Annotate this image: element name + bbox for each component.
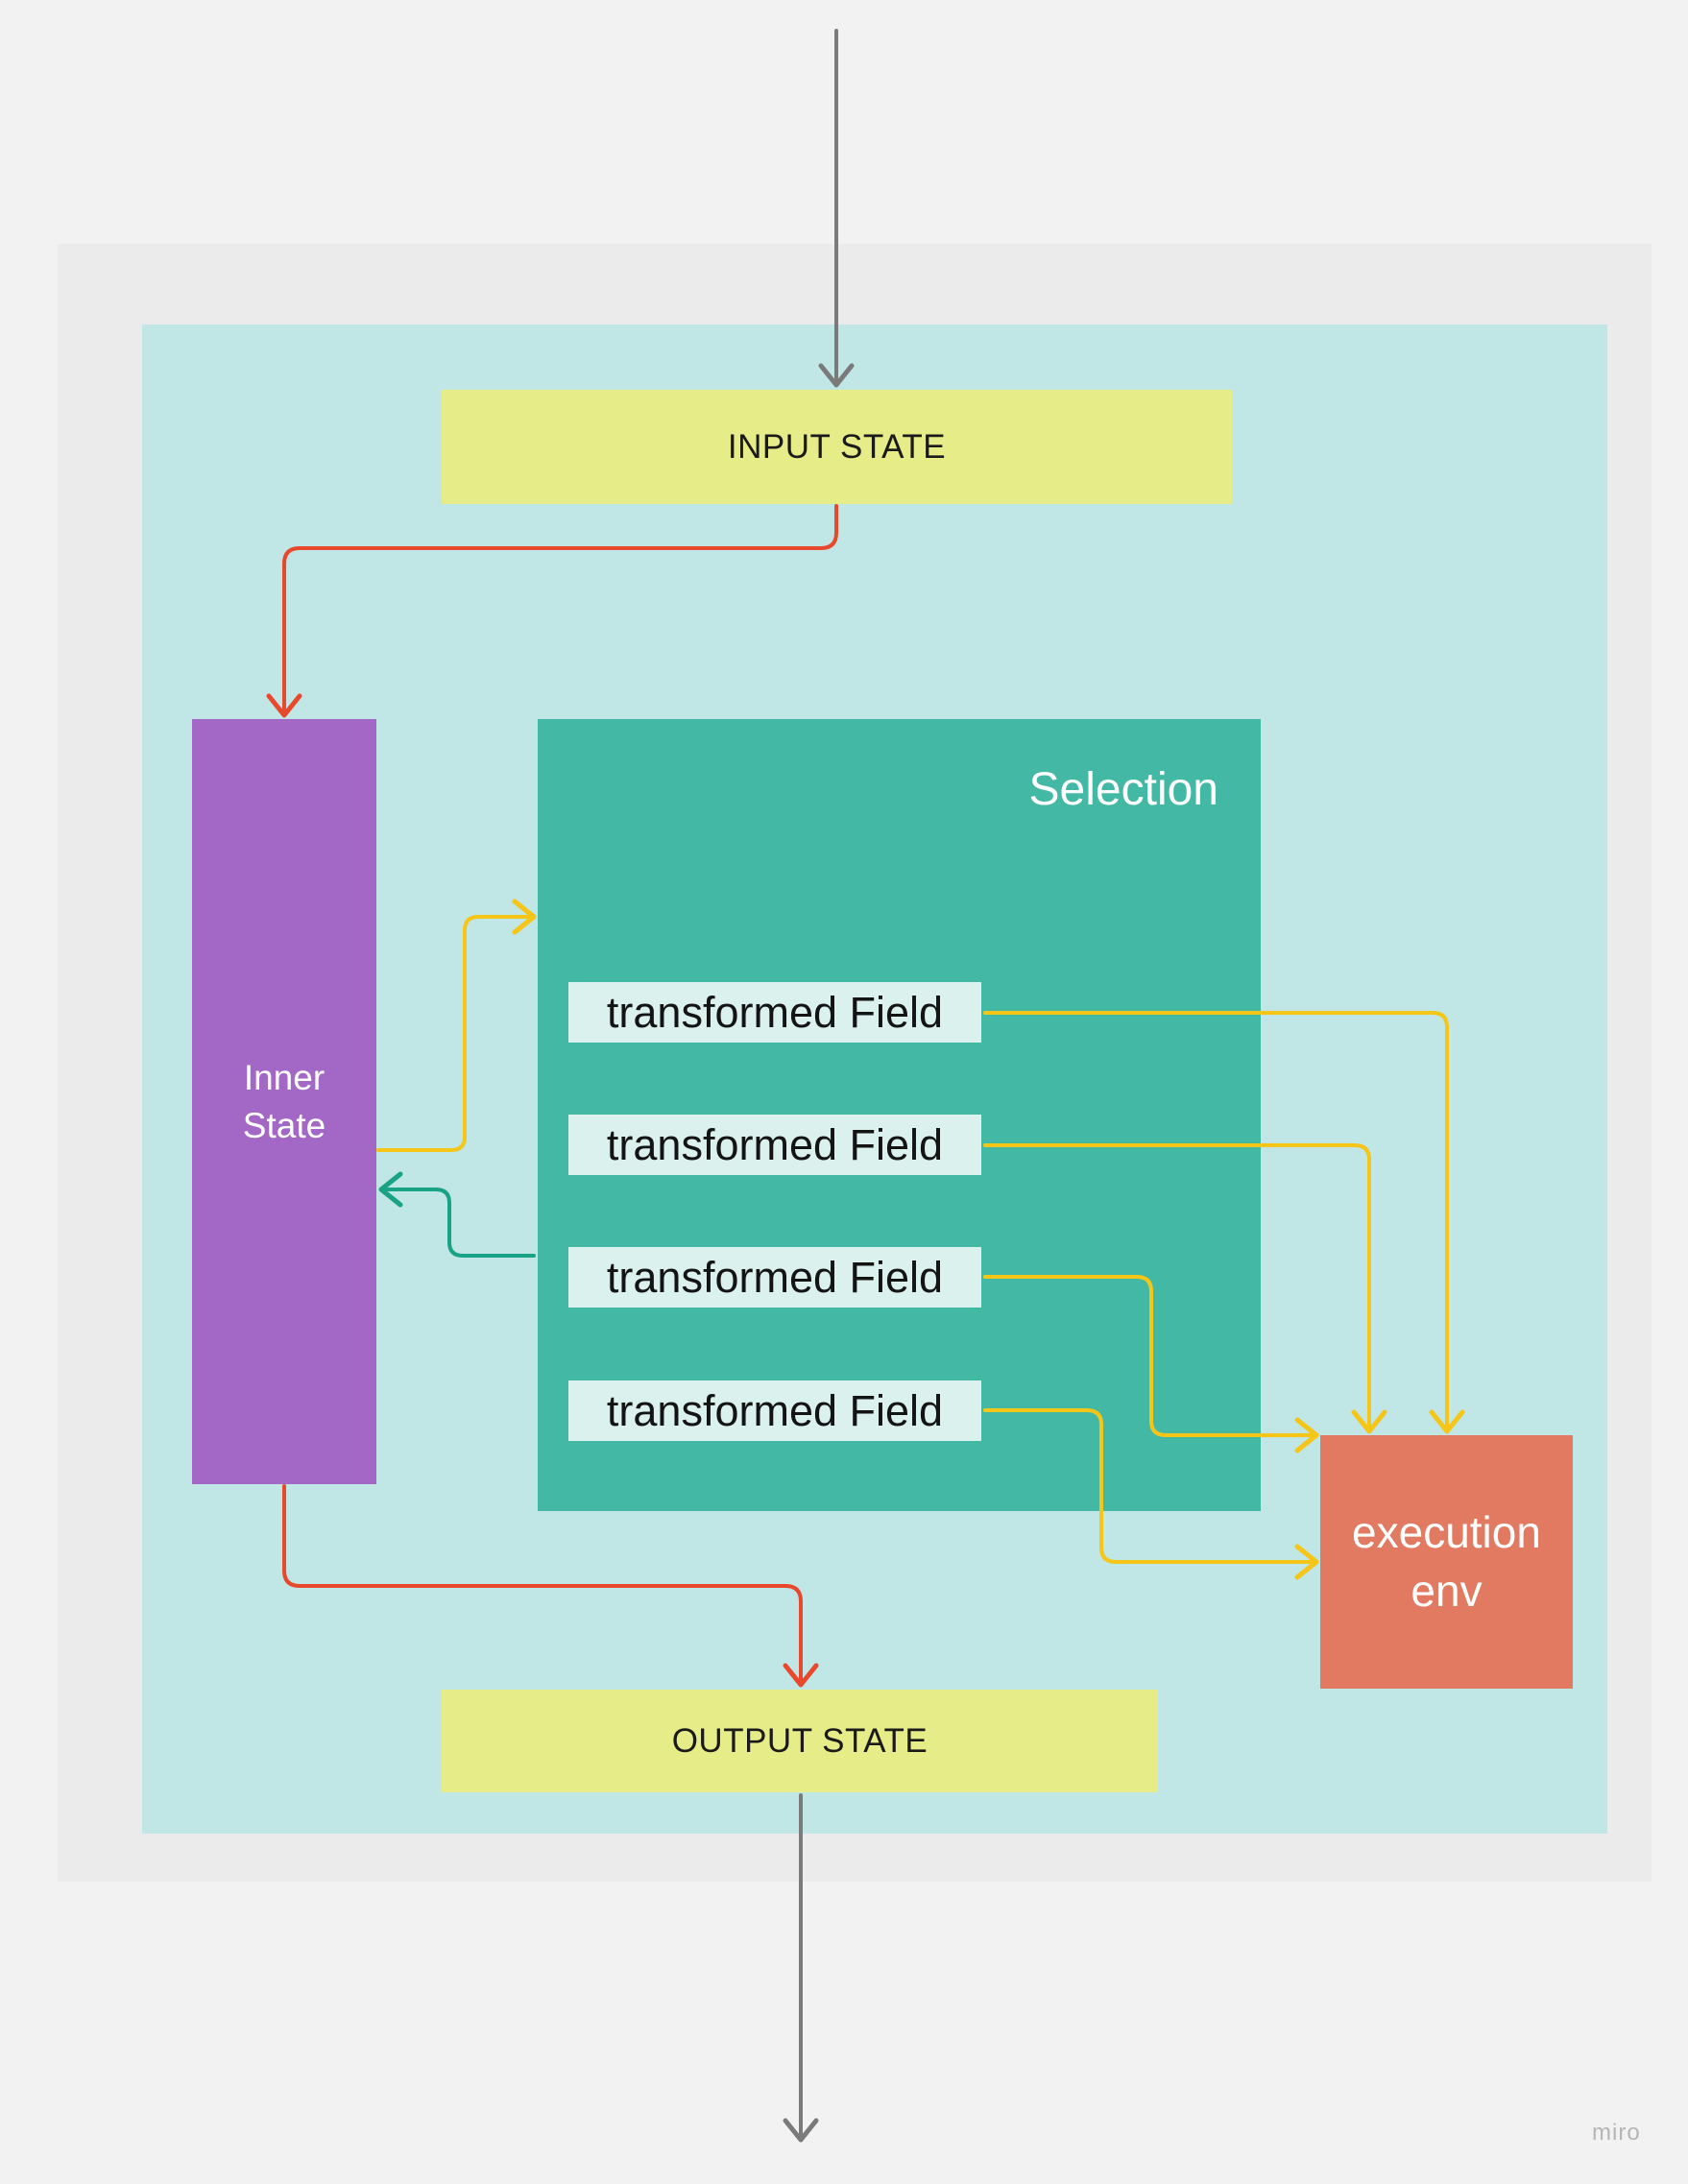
execution-env-box[interactable]: execution env [1320,1435,1573,1689]
arrowhead-input-to-inner [266,693,302,718]
arrowhead-field3-to-exec [1294,1417,1319,1453]
selection-title: Selection [1028,764,1218,815]
arrow-input-to-inner [282,504,838,716]
transformed-field-4[interactable]: transformed Field [568,1380,981,1441]
arrowhead-inner-to-selection [512,899,537,935]
arrow-selection-to-inner [379,1188,536,1258]
arrowhead-exit [783,2118,819,2143]
output-state-box[interactable]: OUTPUT STATE [442,1690,1158,1792]
arrow-field2-to-exec [983,1143,1371,1432]
input-state-box[interactable]: INPUT STATE [442,390,1232,504]
arrowhead-inner-to-output [783,1663,819,1688]
execution-env-label: execution env [1352,1507,1541,1616]
inner-state-box[interactable]: Inner State [192,719,376,1484]
arrowhead-field1-to-exec [1429,1409,1465,1434]
transformed-field-label: transformed Field [606,1119,944,1169]
arrowhead-selection-to-inner [378,1171,403,1208]
transformed-field-1[interactable]: transformed Field [568,982,981,1043]
output-state-label: OUTPUT STATE [671,1721,928,1760]
transformed-field-3[interactable]: transformed Field [568,1247,981,1308]
arrowhead-field4-to-exec [1294,1544,1319,1580]
inner-state-label: Inner State [242,1057,326,1145]
transformed-field-label: transformed Field [606,1252,944,1302]
transformed-field-2[interactable]: transformed Field [568,1115,981,1175]
arrow-inner-to-output [282,1484,803,1686]
arrowhead-entry [818,363,855,388]
arrow-field4-to-exec [983,1408,1317,1564]
arrowhead-field2-to-exec [1351,1409,1387,1434]
arrow-field1-to-exec [983,1011,1449,1432]
arrow-inner-to-selection [376,915,535,1152]
miro-watermark: miro [1592,2120,1641,2146]
transformed-field-label: transformed Field [606,1385,944,1435]
input-state-label: INPUT STATE [727,427,947,466]
arrow-field3-to-exec [983,1275,1317,1437]
transformed-field-label: transformed Field [606,987,944,1037]
